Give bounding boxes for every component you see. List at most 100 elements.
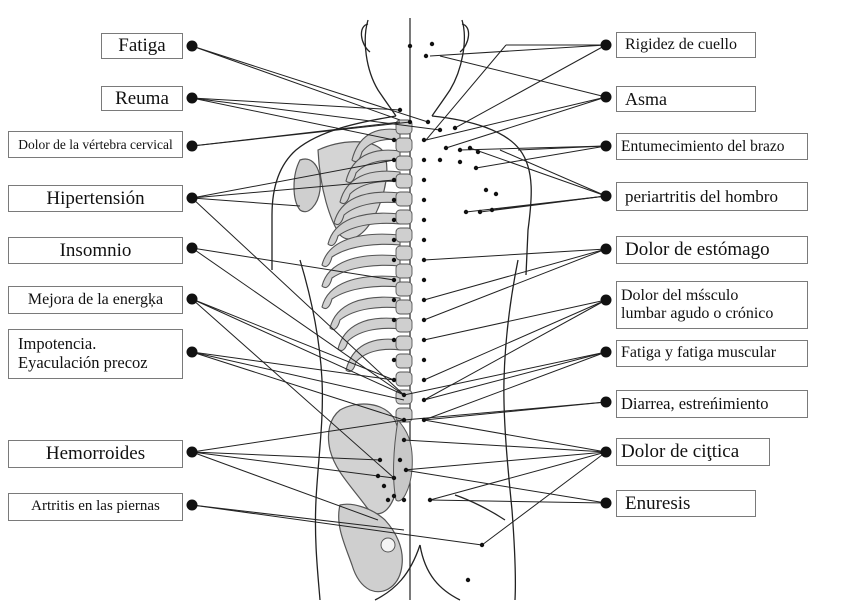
leader-line — [403, 439, 607, 453]
leader-line — [191, 351, 395, 381]
label-impotencia: Impotencia. Eyaculación precoz — [8, 329, 183, 379]
label-text: Dolor de estómago — [625, 239, 770, 261]
vertebra — [395, 281, 413, 297]
vertebral-column — [395, 119, 413, 423]
label-line-1: Impotencia. — [18, 334, 97, 354]
label-text: Entumecimiento del brazo — [621, 137, 785, 155]
label-artritis-piernas: Artritis en las piernas — [8, 493, 183, 521]
vertebra — [395, 353, 413, 369]
leader-line — [445, 96, 607, 149]
rib-cage — [321, 128, 401, 373]
rib-bone — [339, 170, 401, 205]
leader-line — [191, 97, 395, 141]
label-fatiga-muscular: Fatiga y fatiga muscular — [616, 340, 808, 367]
connector-dot — [600, 396, 612, 408]
acupoint — [437, 127, 443, 133]
connector-dot — [186, 92, 198, 104]
acupoint — [421, 417, 427, 423]
rib-bone — [321, 233, 401, 268]
rib-bone — [329, 296, 401, 331]
acupoint — [391, 217, 397, 223]
acupoint — [421, 157, 427, 163]
vertebra — [395, 371, 413, 387]
label-hipertension: Hipertensión — [8, 185, 183, 212]
leader-line — [499, 149, 607, 197]
acupoint — [391, 493, 397, 499]
label-text: Dolor de ciţtica — [621, 441, 740, 463]
connector-dot — [600, 243, 612, 255]
label-rigidez-cuello: Rigidez de cuello — [616, 32, 756, 58]
acupoint — [475, 149, 481, 155]
leader-line — [403, 401, 607, 421]
connector-dot — [600, 140, 612, 152]
leader-line — [481, 451, 607, 546]
connector-dot — [186, 40, 198, 52]
acupoint — [421, 397, 427, 403]
label-text: periartritis del hombro — [625, 186, 778, 206]
leader-line — [191, 419, 405, 453]
acupoint — [397, 457, 403, 463]
label-text: Diarrea, estreńimiento — [621, 393, 769, 413]
leader-line — [423, 351, 607, 401]
label-diarrea: Diarrea, estreńimiento — [616, 390, 808, 418]
acupoint — [457, 147, 463, 153]
acupoint — [473, 165, 479, 171]
rib-bone — [321, 275, 401, 310]
acupoint — [421, 177, 427, 183]
rib-bone — [327, 212, 401, 247]
label-reuma: Reuma — [101, 86, 183, 111]
leader-line — [191, 197, 405, 396]
acupoint — [489, 207, 495, 213]
label-text: Dolor de la vértebra cervical — [18, 136, 173, 152]
label-insomnio: Insomnio — [8, 237, 183, 264]
label-asma: Asma — [616, 86, 756, 112]
acupoint — [493, 191, 499, 197]
acupoint — [397, 107, 403, 113]
leader-line — [191, 298, 395, 479]
vertebra — [395, 227, 413, 243]
rib-bone — [321, 254, 401, 289]
leader-lines — [191, 44, 607, 546]
acupoint — [427, 497, 433, 503]
acupoint — [463, 209, 469, 215]
connector-dot — [186, 140, 198, 152]
leader-line — [403, 451, 607, 471]
acupoint — [421, 137, 427, 143]
vertebra — [395, 191, 413, 207]
leader-line — [439, 55, 607, 98]
acupoint — [437, 157, 443, 163]
acupoint — [391, 197, 397, 203]
leader-line — [191, 351, 405, 401]
leader-line — [191, 179, 395, 199]
label-text: Fatiga y fatiga muscular — [621, 344, 777, 362]
acupoint — [391, 157, 397, 163]
leader-line — [191, 45, 401, 121]
leader-line — [403, 351, 607, 396]
leader-line — [191, 351, 405, 421]
rib-bone — [345, 338, 401, 373]
acupoint — [391, 337, 397, 343]
vertebra — [395, 155, 413, 171]
label-text: Asma — [625, 88, 667, 109]
label-text: Rigidez de cuello — [625, 35, 737, 53]
acupoint — [467, 145, 473, 151]
acupoint — [421, 297, 427, 303]
rib-bone — [337, 317, 401, 352]
acupoint — [391, 277, 397, 283]
acupoint — [425, 119, 431, 125]
vertebra — [395, 245, 413, 261]
acupoint — [443, 145, 449, 151]
leader-line — [423, 248, 607, 321]
leader-line — [423, 351, 607, 421]
vertebra — [395, 137, 413, 153]
acupoint — [421, 217, 427, 223]
vertebra — [395, 317, 413, 333]
acupoint — [385, 497, 391, 503]
humerus-bone — [293, 158, 321, 213]
label-text: Insomnio — [59, 239, 132, 261]
acupoint — [375, 473, 381, 479]
label-dolor-vertebra-cervical: Dolor de la vértebra cervical — [8, 131, 183, 158]
connector-dot — [600, 190, 612, 202]
